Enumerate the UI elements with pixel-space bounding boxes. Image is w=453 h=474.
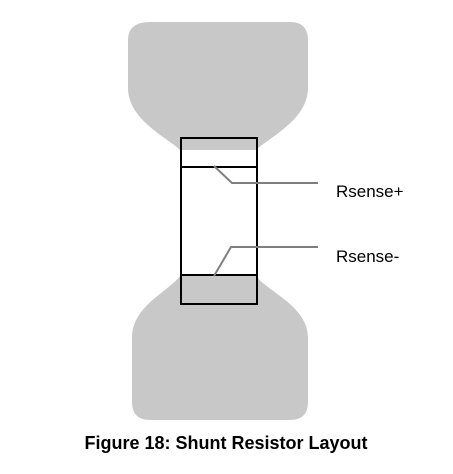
sense-plus-trace [213, 165, 318, 184]
bottom-copper-pad [132, 276, 308, 420]
sense-minus-label: Rsense- [336, 247, 399, 266]
sense-plus-label: Rsense+ [336, 182, 404, 201]
figure-caption: Figure 18: Shunt Resistor Layout [84, 433, 367, 453]
sense-minus-trace [213, 246, 318, 277]
top-copper-pad [128, 22, 308, 150]
resistor-body [180, 137, 258, 305]
